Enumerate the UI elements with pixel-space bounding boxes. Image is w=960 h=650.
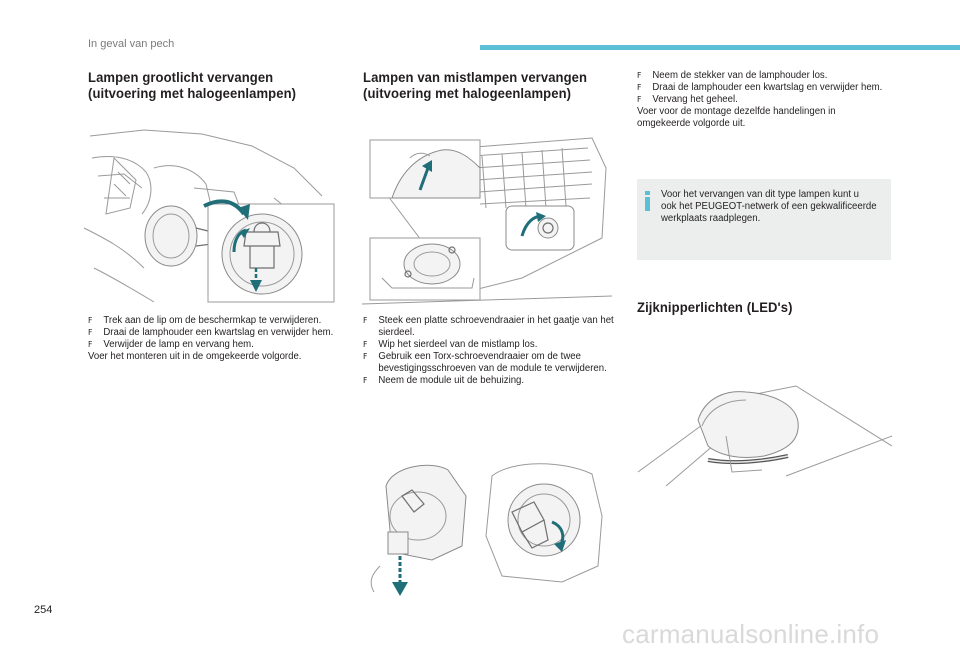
list-item: Draai de lamphouder een kwartslag en ver… [637,82,889,94]
info-icon [645,191,650,211]
info-text: Voor het vervangen van dit type lampen k… [661,189,877,225]
list-item: Wip het sierdeel van de mistlamp los. [363,339,615,351]
list-item: Trek aan de lip om de beschermkap te ver… [88,315,340,327]
list-item: Neem de stekker van de lamphouder los. [637,70,889,82]
list-item: Steek een platte schroevendraaier in het… [363,315,615,339]
section-label: In geval van pech [88,38,175,50]
list-item: Neem de module uit de behuizing. [363,375,615,387]
headlamp-illustration [83,128,336,303]
list-item: Vervang het geheel. [637,94,889,106]
col1-note: Voer het monteren uit in de omgekeerde v… [88,351,302,363]
fog-lamp-module-illustration [362,456,620,606]
col3-body: Neem de stekker van de lamphouder los. D… [637,70,889,130]
page-number: 254 [34,604,53,616]
led-title: Zijknipperlichten (LED's) [637,300,793,316]
list-item: Draai de lamphouder een kwartslag en ver… [88,327,340,339]
side-mirror-illustration [636,376,893,496]
fog-lamp-illustration-1 [361,128,620,305]
col1-title: Lampen grootlicht vervangen (uitvoering … [88,70,297,102]
info-box: Voor het vervangen van dit type lampen k… [637,179,891,260]
watermark: carmanualsonline.info [622,619,880,649]
col2-title: Lampen van mistlampen vervangen (uitvoer… [363,70,588,102]
col3-note: Voer voor de montage dezelfde handelinge… [637,106,836,130]
list-item: Gebruik een Torx-schroevendraaier om de … [363,351,615,375]
accent-bar [480,45,960,50]
list-item: Verwijder de lamp en vervang hem. [88,339,340,351]
col1-body: Trek aan de lip om de beschermkap te ver… [88,315,340,363]
col2-body: Steek een platte schroevendraaier in het… [363,315,615,388]
